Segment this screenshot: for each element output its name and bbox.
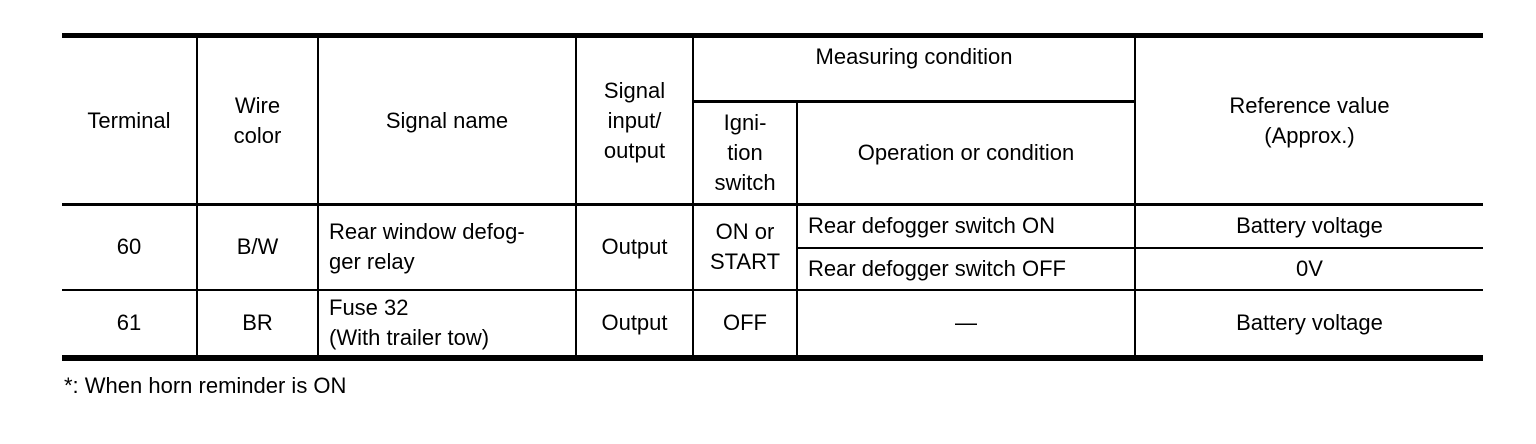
header-operation-condition: Operation or condition [796, 100, 1136, 206]
cell-signal-io: Output [575, 203, 694, 291]
cell-terminal: 61 [62, 288, 198, 359]
header-reference-value: Reference value (Approx.) [1134, 34, 1483, 206]
terminal-signal-table: Terminal Wire color Signal name Signal i… [62, 33, 1483, 361]
header-row-2: Igni- tion switch Operation or condition [62, 100, 1483, 206]
cell-signal-io: Output [575, 288, 694, 359]
cell-signal-name: Fuse 32 (With trailer tow) [317, 288, 577, 359]
header-signal-io: Signal input/ output [575, 34, 694, 206]
table-row: 61 BR Fuse 32 (With trailer tow) Output … [62, 288, 1483, 359]
cell-operation-condition: Rear defogger switch OFF [796, 246, 1136, 291]
cell-reference-value: Battery voltage [1134, 203, 1483, 249]
cell-wire-color: BR [196, 288, 319, 359]
cell-reference-value: 0V [1134, 246, 1483, 291]
header-measuring-condition: Measuring condition [692, 34, 1136, 103]
table-row: Rear defogger switch OFF 0V [62, 246, 1483, 291]
cell-operation-condition: Rear defogger switch ON [796, 203, 1136, 249]
table-row: 60 B/W Rear window defog- ger relay Outp… [62, 203, 1483, 291]
cell-wire-color: B/W [196, 203, 319, 291]
header-wire-color: Wire color [196, 34, 319, 206]
cell-terminal: 60 [62, 203, 198, 291]
header-row-1: Terminal Wire color Signal name Signal i… [62, 34, 1483, 206]
cell-reference-value: Battery voltage [1134, 288, 1483, 359]
cell-ignition-switch: OFF [692, 288, 798, 359]
cell-ignition-switch: ON or START [692, 203, 798, 291]
cell-operation-condition: — [796, 288, 1136, 359]
cell-signal-name: Rear window defog- ger relay [317, 203, 577, 291]
footnote: *: When horn reminder is ON [64, 373, 347, 398]
header-terminal: Terminal [62, 34, 198, 206]
header-signal-name: Signal name [317, 34, 577, 206]
header-ignition-switch: Igni- tion switch [692, 100, 798, 206]
